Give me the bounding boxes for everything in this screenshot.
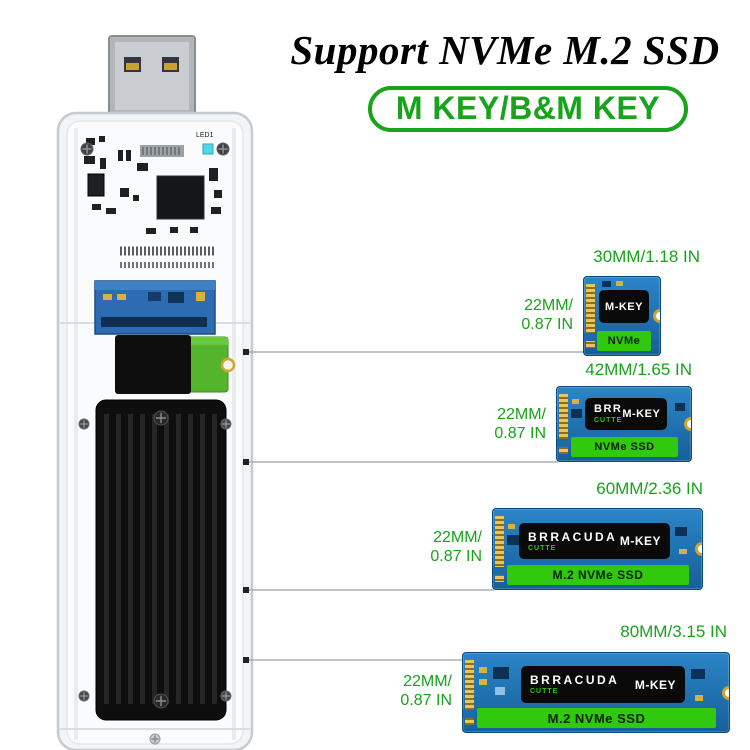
ssd-2242: BRR CUTTE M-KEY NVMe SSD	[556, 386, 692, 462]
width-line2: 0.87 IN	[430, 548, 482, 565]
width-line1: 22MM/	[433, 529, 482, 546]
chip	[679, 549, 687, 554]
capacity-strip: NVMe	[597, 331, 651, 351]
key-label: M-KEY	[634, 677, 676, 692]
brand-text: BRRACUDA	[528, 529, 618, 544]
width-label-30mm: 22MM/ 0.87 IN	[521, 296, 573, 334]
key-label: M-KEY	[605, 300, 643, 313]
edge-connector	[495, 516, 504, 582]
ssd-sticker: BRRACUDA CUTTE M-KEY	[519, 523, 670, 559]
key-label: M-KEY	[619, 534, 661, 548]
brand-block: BRRACUDA CUTTE	[528, 531, 617, 552]
width-label-42mm: 22MM/ 0.87 IN	[494, 405, 546, 443]
chip	[691, 669, 705, 679]
width-line2: 0.87 IN	[521, 316, 573, 333]
length-label-80mm: 80MM/3.15 IN	[620, 622, 727, 641]
ssd-2280: BRRACUDA CUTTE M-KEY M.2 NVMe SSD	[462, 652, 730, 733]
width-line1: 22MM/	[497, 406, 546, 423]
length-label-30mm: 30MM/1.18 IN	[593, 247, 700, 266]
chip	[675, 527, 687, 536]
led-label: LED1	[196, 132, 214, 139]
chip	[508, 524, 515, 529]
key-type-badge: M KEY/B&M KEY	[368, 86, 688, 132]
heatsink	[95, 399, 227, 721]
brand-block: BRRACUDA CUTTE	[530, 674, 619, 695]
chip	[493, 667, 509, 679]
chip	[571, 409, 582, 418]
m-key-notch	[557, 439, 570, 447]
edge-connector	[465, 660, 474, 725]
ssd-sticker: BRR CUTTE M-KEY	[585, 398, 667, 430]
chip	[616, 281, 623, 286]
chip	[602, 281, 611, 287]
ssd-2230: M-KEY NVMe	[583, 276, 661, 356]
m-key-notch	[463, 710, 476, 718]
usb-plug	[108, 35, 196, 117]
ssd-2260: BRRACUDA CUTTE M-KEY M.2 NVMe SSD	[492, 508, 703, 590]
mounting-notch	[722, 685, 729, 700]
brand-text: BRRACUDA	[530, 673, 620, 687]
length-label-42mm: 42MM/1.65 IN	[585, 360, 692, 379]
capacity-strip: M.2 NVMe SSD	[477, 708, 716, 728]
ssd-sticker: BRRACUDA CUTTE M-KEY	[521, 666, 685, 703]
controller-pcb	[94, 280, 216, 335]
chip	[495, 687, 505, 695]
capacity-strip: NVMe SSD	[571, 437, 678, 457]
brand-block: BRR CUTTE	[594, 403, 623, 425]
pcb-components	[84, 136, 222, 268]
width-label-60mm: 22MM/ 0.87 IN	[430, 528, 482, 566]
installed-ssd	[115, 335, 236, 394]
chip	[675, 403, 685, 411]
m-key-notch	[584, 333, 597, 341]
width-line2: 0.87 IN	[494, 425, 546, 442]
screws	[78, 142, 232, 745]
width-line2: 0.87 IN	[400, 692, 452, 709]
leader-dots	[243, 349, 249, 663]
mounting-notch	[653, 309, 660, 323]
edge-connector	[586, 284, 595, 348]
leader-lines	[248, 351, 585, 661]
chip	[507, 535, 519, 545]
mounting-notch	[695, 542, 702, 556]
page-title: Support NVMe M.2 SSD	[290, 27, 720, 73]
sub-brand-text: CUTTE	[530, 688, 559, 695]
mounting-notch	[684, 417, 691, 431]
chip	[479, 679, 487, 685]
chip	[572, 399, 579, 404]
length-label-60mm: 60MM/2.36 IN	[596, 479, 703, 498]
edge-connector	[559, 394, 568, 454]
key-label: M-KEY	[622, 408, 661, 420]
chip	[695, 695, 703, 701]
width-label-80mm: 22MM/ 0.87 IN	[400, 672, 452, 710]
ssd-sticker: M-KEY	[599, 290, 649, 323]
width-line1: 22MM/	[403, 673, 452, 690]
m-key-notch	[493, 567, 506, 575]
brand-text: BRR	[594, 403, 623, 415]
width-line1: 22MM/	[524, 297, 573, 314]
sub-brand-text: CUTTE	[528, 544, 557, 552]
chip	[479, 667, 487, 673]
capacity-strip: M.2 NVMe SSD	[507, 565, 689, 585]
sub-brand-text: CUTTE	[594, 417, 623, 424]
